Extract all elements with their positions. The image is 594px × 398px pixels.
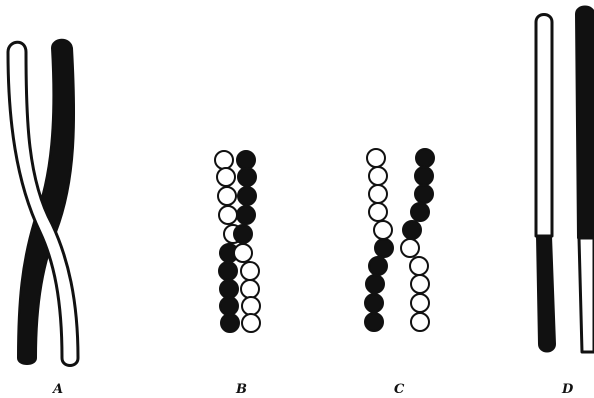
panel-b-right-bead	[240, 261, 260, 281]
panel-c-left-bead	[368, 166, 388, 186]
panel-b-left-bead	[218, 261, 238, 281]
panel-c-right-bead	[410, 274, 430, 294]
panel-c-right-bead	[402, 220, 422, 240]
panel-c-left-bead	[364, 312, 384, 332]
panel-b-left-bead	[219, 279, 239, 299]
panel-a-label: A	[51, 382, 63, 397]
panel-c-left-bead	[368, 184, 388, 204]
panel-c-left-bead	[373, 220, 393, 240]
panel-b	[214, 150, 261, 333]
panel-c-left-bead	[368, 256, 388, 276]
panel-d-label: D	[561, 382, 574, 397]
panel-b-right-bead	[240, 279, 260, 299]
panel-c-left-bead	[366, 148, 386, 168]
panel-d	[534, 5, 594, 354]
panel-b-left-bead	[214, 150, 234, 170]
panel-c	[364, 148, 435, 332]
panel-c-left-bead	[365, 274, 385, 294]
panel-c-right-bead	[410, 293, 430, 313]
panel-c-right-bead	[414, 166, 434, 186]
panel-d-left-chromatid-white-part	[534, 13, 554, 238]
panel-b-left-bead	[219, 296, 239, 316]
panel-b-left-bead	[220, 313, 240, 333]
panel-b-right-bead	[236, 205, 256, 225]
panel-b-right-bead	[236, 150, 256, 170]
panel-c-label: C	[394, 382, 405, 397]
panel-b-left-bead	[217, 186, 237, 206]
panel-c-right-bead	[410, 202, 430, 222]
panel-a-white-strand	[6, 40, 80, 367]
panel-c-left-bead	[374, 238, 394, 258]
panel-b-right-bead	[233, 224, 253, 244]
panel-a	[6, 38, 80, 367]
panel-b-left-bead	[218, 205, 238, 225]
panel-c-right-bead	[400, 238, 420, 258]
panel-b-right-bead	[237, 167, 257, 187]
panel-b-right-bead	[241, 296, 261, 316]
panel-d-right-chromatid-black-part	[575, 5, 594, 239]
panel-d-right-chromatid-white-part	[577, 236, 594, 354]
panel-b-label: B	[235, 382, 247, 397]
panel-b-right-bead	[241, 313, 261, 333]
panel-b-right-bead	[237, 186, 257, 206]
panel-b-right-bead	[233, 243, 253, 263]
panel-d-left-chromatid-black-part	[536, 235, 556, 353]
panel-c-left-bead	[368, 202, 388, 222]
panel-b-left-bead	[216, 167, 236, 187]
panel-c-right-bead	[410, 312, 430, 332]
panel-c-right-bead	[415, 148, 435, 168]
panel-c-right-bead	[414, 184, 434, 204]
panel-c-left-bead	[364, 293, 384, 313]
panel-c-right-bead	[409, 256, 429, 276]
